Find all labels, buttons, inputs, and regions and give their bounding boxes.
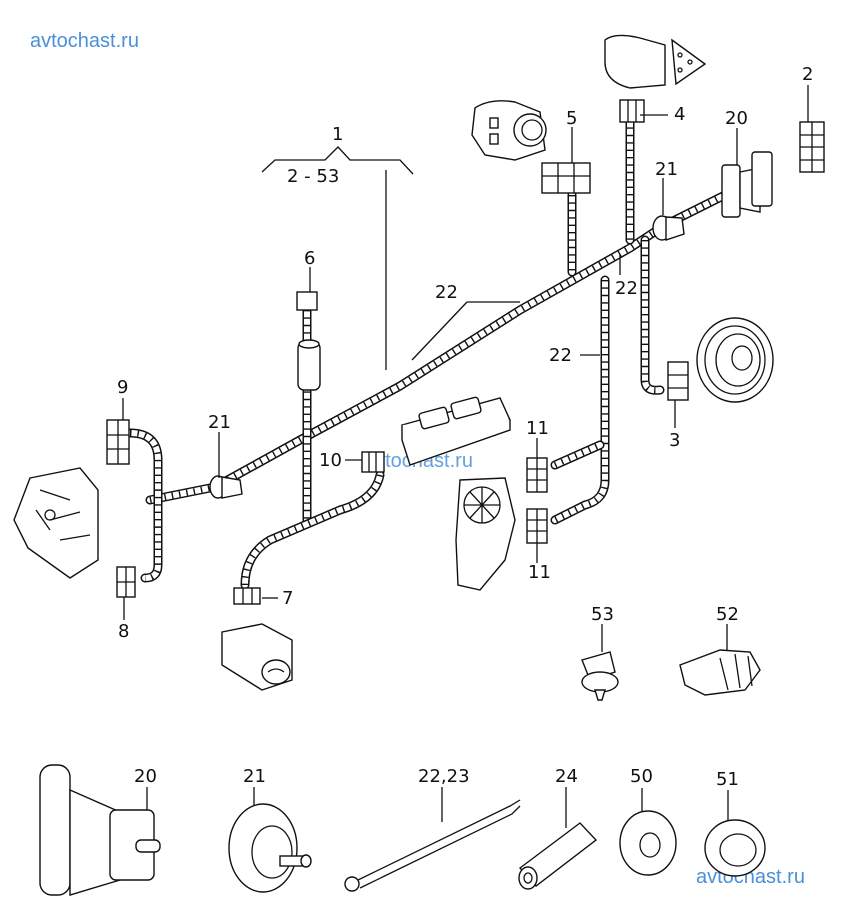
part-21-grommet xyxy=(228,803,312,893)
window-switch-panel xyxy=(401,396,511,466)
clip-53 xyxy=(581,651,619,701)
wiring-harness xyxy=(125,115,730,590)
leader-lines xyxy=(122,85,809,828)
callout-7: 7 xyxy=(282,588,293,609)
callout-labels: 1 2 - 53 2 4 5 20 21 6 22 22 22 9 21 10 … xyxy=(117,64,813,790)
bottom-label-50: 50 xyxy=(630,766,653,787)
connector-2 xyxy=(799,121,825,173)
connector-3 xyxy=(667,361,689,401)
loudspeaker xyxy=(696,317,774,403)
callout-21-left: 21 xyxy=(208,412,231,433)
callout-52: 52 xyxy=(716,604,739,625)
callout-21-right: 21 xyxy=(655,159,678,180)
callout-53: 53 xyxy=(591,604,614,625)
callout-20-inline: 20 xyxy=(725,108,748,129)
boot-20-inline xyxy=(721,151,773,218)
bottom-label-20: 20 xyxy=(134,766,157,787)
connector-8 xyxy=(116,566,136,598)
part-24-tube xyxy=(518,822,598,890)
connector-5 xyxy=(541,162,591,194)
callout-8: 8 xyxy=(118,621,129,642)
bottom-label-51: 51 xyxy=(716,769,739,790)
watermark-top-left: avtochast.ru xyxy=(30,30,139,52)
mirror-light xyxy=(604,34,707,89)
callout-5: 5 xyxy=(566,108,577,129)
callout-6: 6 xyxy=(304,248,315,269)
grommet-21-right xyxy=(652,215,685,241)
clip-52 xyxy=(679,649,761,696)
connector-6 xyxy=(296,291,318,311)
connector-4 xyxy=(619,99,645,123)
ferrite-sleeve xyxy=(297,339,321,391)
callout-22-vertical: 22 xyxy=(549,345,572,366)
callout-22-center: 22 xyxy=(435,282,458,303)
harness-branch-3 xyxy=(640,235,665,395)
callout-10: 10 xyxy=(319,450,342,471)
group-range: 2 - 53 xyxy=(287,166,339,187)
callout-9: 9 xyxy=(117,377,128,398)
window-regulator-motor xyxy=(455,477,516,591)
harness-branch-7-10 xyxy=(240,470,385,590)
bottom-label-21: 21 xyxy=(243,766,266,787)
sensor-round xyxy=(471,100,547,161)
door-lock-actuator xyxy=(13,467,99,579)
harness-branch-11 xyxy=(550,275,610,525)
callout-2: 2 xyxy=(802,64,813,85)
connector-10 xyxy=(361,451,385,473)
part-20-grommet-boot xyxy=(39,764,161,896)
callout-11-upper: 11 xyxy=(526,418,549,439)
callout-22-right: 22 xyxy=(615,278,638,299)
connector-11-upper xyxy=(526,457,548,493)
grommet-21-left xyxy=(209,475,243,499)
bottom-label-24: 24 xyxy=(555,766,578,787)
callout-11-lower: 11 xyxy=(528,562,551,583)
part-50-washer xyxy=(619,810,677,876)
switch-button-7 xyxy=(221,623,293,691)
group-number: 1 xyxy=(332,124,343,145)
connector-7 xyxy=(233,587,261,605)
callout-3: 3 xyxy=(669,430,680,451)
connector-9 xyxy=(106,419,130,465)
callout-4: 4 xyxy=(674,104,685,125)
part-51-ring xyxy=(704,819,766,877)
harness-branch-door-lock xyxy=(125,428,163,583)
bottom-label-22-23: 22,23 xyxy=(418,766,470,787)
connector-11-lower xyxy=(526,508,548,544)
part-22-23-cable-tie xyxy=(344,799,521,892)
